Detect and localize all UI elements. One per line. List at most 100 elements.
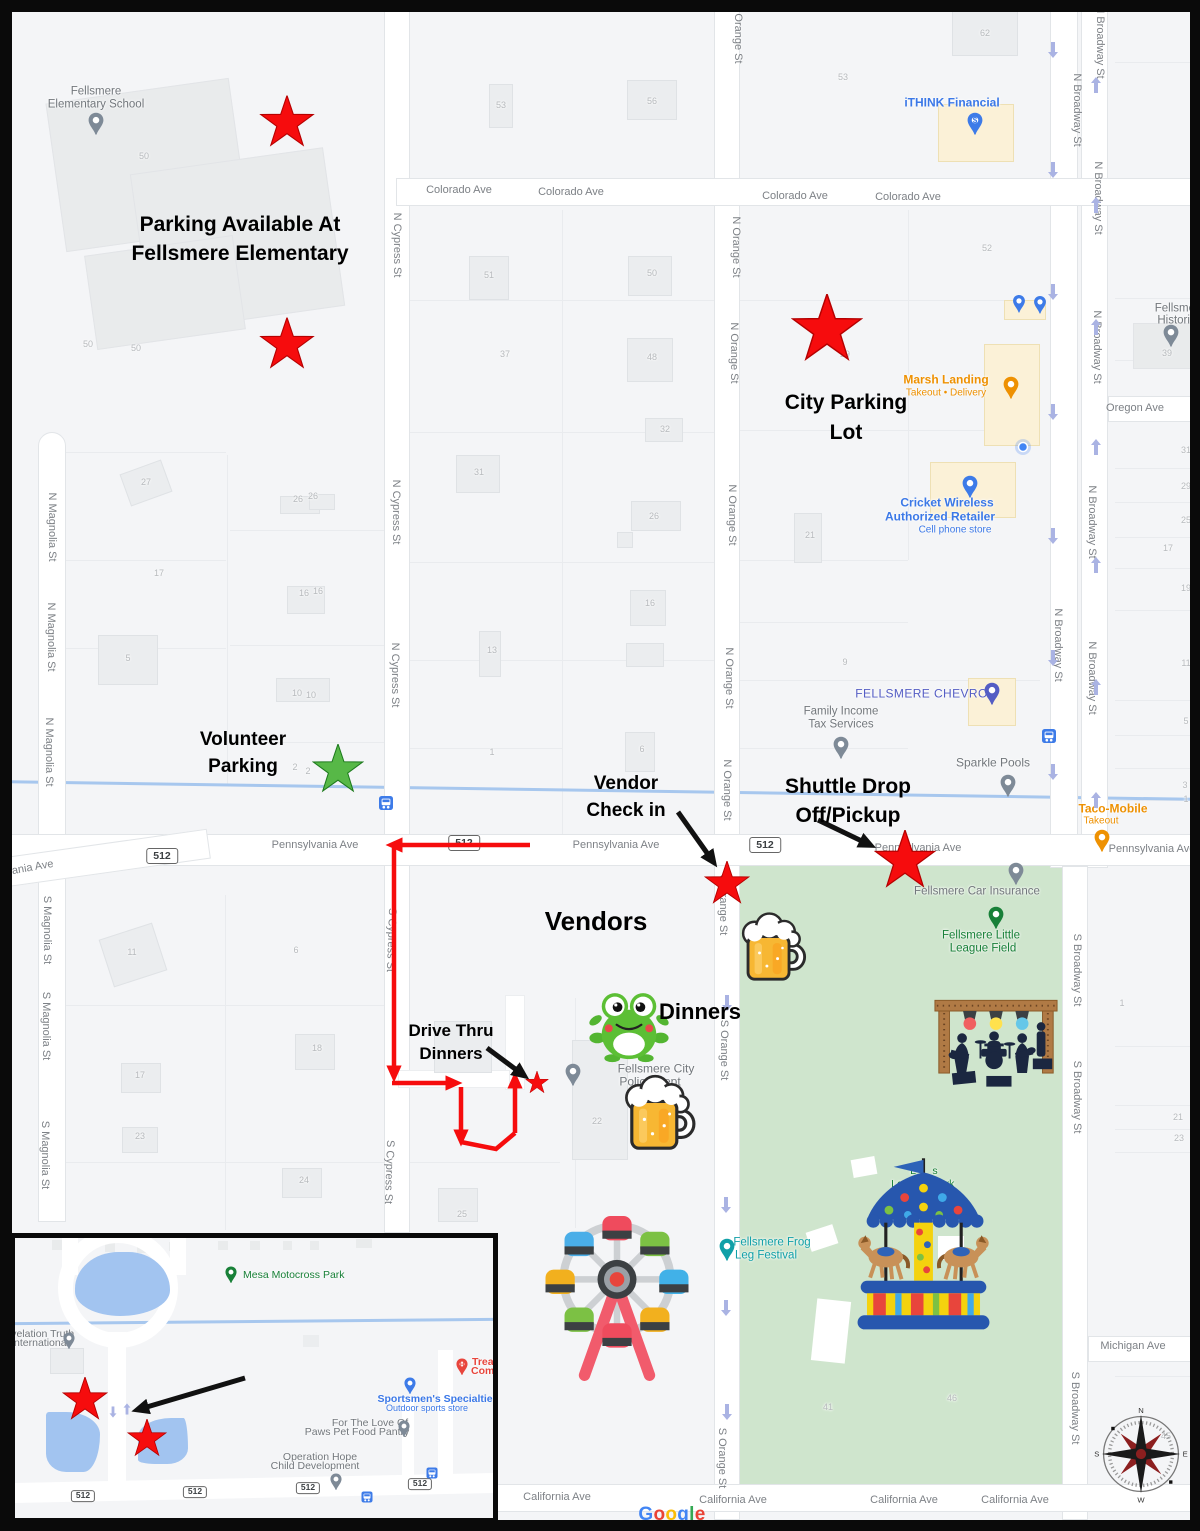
parcel-number: 11 bbox=[1181, 658, 1191, 669]
parcel-line bbox=[740, 430, 1040, 431]
building bbox=[121, 1063, 161, 1093]
parcel-line bbox=[1115, 768, 1190, 769]
building bbox=[469, 256, 509, 300]
street-label: Pennsylvania Ave bbox=[1108, 842, 1196, 855]
parcel-number: 39 bbox=[1161, 348, 1173, 359]
parcel-line bbox=[740, 680, 1040, 681]
street-label: Pennsylvania Ave bbox=[572, 838, 660, 851]
parcel-line bbox=[1115, 568, 1190, 569]
parcel-line bbox=[410, 562, 714, 563]
poi-label: Tax Services bbox=[808, 718, 874, 731]
street-label: Colorado Ave bbox=[426, 183, 492, 196]
parcel-line bbox=[230, 645, 384, 646]
inset-building bbox=[310, 1241, 319, 1250]
route-badge-512: 512 bbox=[295, 1482, 321, 1494]
parcel-number: 32 bbox=[659, 424, 671, 435]
frame-bottom bbox=[0, 1520, 1200, 1531]
parcel-number: 46 bbox=[946, 1393, 958, 1404]
poi-label: iTHINK Financial bbox=[904, 95, 1000, 110]
label-vendors: Vendors bbox=[544, 906, 648, 936]
poi-label: For The Love Of bbox=[331, 1417, 409, 1430]
parcel-number: 62 bbox=[979, 28, 991, 39]
building bbox=[489, 84, 513, 128]
poi-label: Fellsmere Frog bbox=[733, 1236, 811, 1249]
parcel-number: 24 bbox=[298, 1175, 310, 1186]
building bbox=[794, 513, 822, 563]
poi-label: Cell phone store bbox=[918, 524, 992, 536]
poi-label: Sportsmen's Specialties bbox=[377, 1393, 498, 1406]
route-badge-512: 512 bbox=[749, 836, 781, 854]
inset-pond bbox=[75, 1252, 170, 1316]
parcel-number: 17 bbox=[153, 568, 165, 579]
parcel-line bbox=[1115, 610, 1190, 611]
route-badge-512: 512 bbox=[407, 1478, 433, 1490]
poi-label: Family Income bbox=[803, 705, 879, 718]
street-label: California Ave bbox=[981, 1493, 1049, 1506]
building bbox=[625, 732, 655, 772]
frame-right bbox=[1190, 0, 1200, 1531]
parcel-number: 16 bbox=[644, 598, 656, 609]
parcel-number: 18 bbox=[311, 1043, 323, 1054]
poi-label: Authorized Retailer bbox=[884, 509, 996, 524]
parcel-number: 10 bbox=[305, 690, 317, 701]
poi-label: Child Development bbox=[270, 1460, 360, 1473]
parcel-number: 21 bbox=[804, 530, 816, 541]
parcel-line bbox=[1115, 1376, 1190, 1377]
parcel-number: 25 bbox=[456, 1209, 468, 1220]
building bbox=[456, 455, 500, 493]
parcel-line bbox=[1115, 1046, 1190, 1047]
parcel-number: 31 bbox=[1180, 445, 1192, 456]
inset-building bbox=[303, 1335, 319, 1347]
parcel-number: 21 bbox=[1172, 1112, 1184, 1123]
building bbox=[287, 586, 325, 614]
google-logo-letter: g bbox=[677, 1504, 690, 1525]
parcel-line bbox=[1115, 735, 1190, 736]
parcel-line bbox=[230, 742, 384, 743]
parcel-line bbox=[410, 1162, 560, 1163]
poi-label: Historical bbox=[1157, 314, 1200, 327]
parcel-line bbox=[1115, 502, 1190, 503]
parcel-line bbox=[66, 1162, 384, 1163]
street-label: Pennsylvania Ave bbox=[271, 838, 359, 851]
poi-label: Fellsmere Car Insurance bbox=[914, 885, 1040, 898]
poi-label: Takeout bbox=[1083, 815, 1119, 827]
building bbox=[630, 590, 666, 626]
parcel-number: 53 bbox=[837, 72, 849, 83]
building bbox=[438, 1188, 478, 1222]
google-logo-letter: o bbox=[653, 1504, 666, 1525]
parcel-number: 31 bbox=[473, 467, 485, 478]
poi-label: ch International bbox=[11, 1337, 69, 1350]
building bbox=[631, 501, 681, 531]
poi-label: Operation Hope bbox=[282, 1451, 358, 1464]
poi-label: Outdoor sports store bbox=[385, 1403, 469, 1414]
road-california-ave bbox=[480, 1484, 1200, 1512]
parcel-line bbox=[1115, 1152, 1190, 1153]
parcel-number: 56 bbox=[646, 96, 658, 107]
parcel-number: 6 bbox=[293, 945, 299, 956]
parcel-line bbox=[1115, 298, 1190, 299]
building bbox=[122, 1127, 158, 1153]
parcel-line bbox=[66, 1005, 384, 1006]
parcel-number: 13 bbox=[486, 645, 498, 656]
inset-lake bbox=[46, 1412, 100, 1472]
parcel-line bbox=[740, 622, 908, 623]
poi-label: Fellsmere City bbox=[617, 1061, 695, 1076]
google-logo[interactable]: Google bbox=[638, 1504, 705, 1526]
inset-map-mesa-park[interactable]: Mesa Motocross ParkRevelation Truthch In… bbox=[10, 1233, 498, 1523]
street-label: Colorado Ave bbox=[875, 190, 941, 203]
inset-road bbox=[438, 1350, 453, 1484]
parcel-number: 51 bbox=[483, 270, 495, 281]
poi-label: Mesa Motocross Park bbox=[243, 1269, 345, 1282]
inset-building bbox=[250, 1241, 260, 1250]
frame-top bbox=[0, 0, 1200, 12]
poi-label: League Field bbox=[949, 942, 1017, 955]
building bbox=[295, 1034, 335, 1070]
building bbox=[479, 631, 501, 677]
poi-label: Comm bbox=[471, 1365, 495, 1378]
route-badge-512: 512 bbox=[70, 1490, 96, 1502]
